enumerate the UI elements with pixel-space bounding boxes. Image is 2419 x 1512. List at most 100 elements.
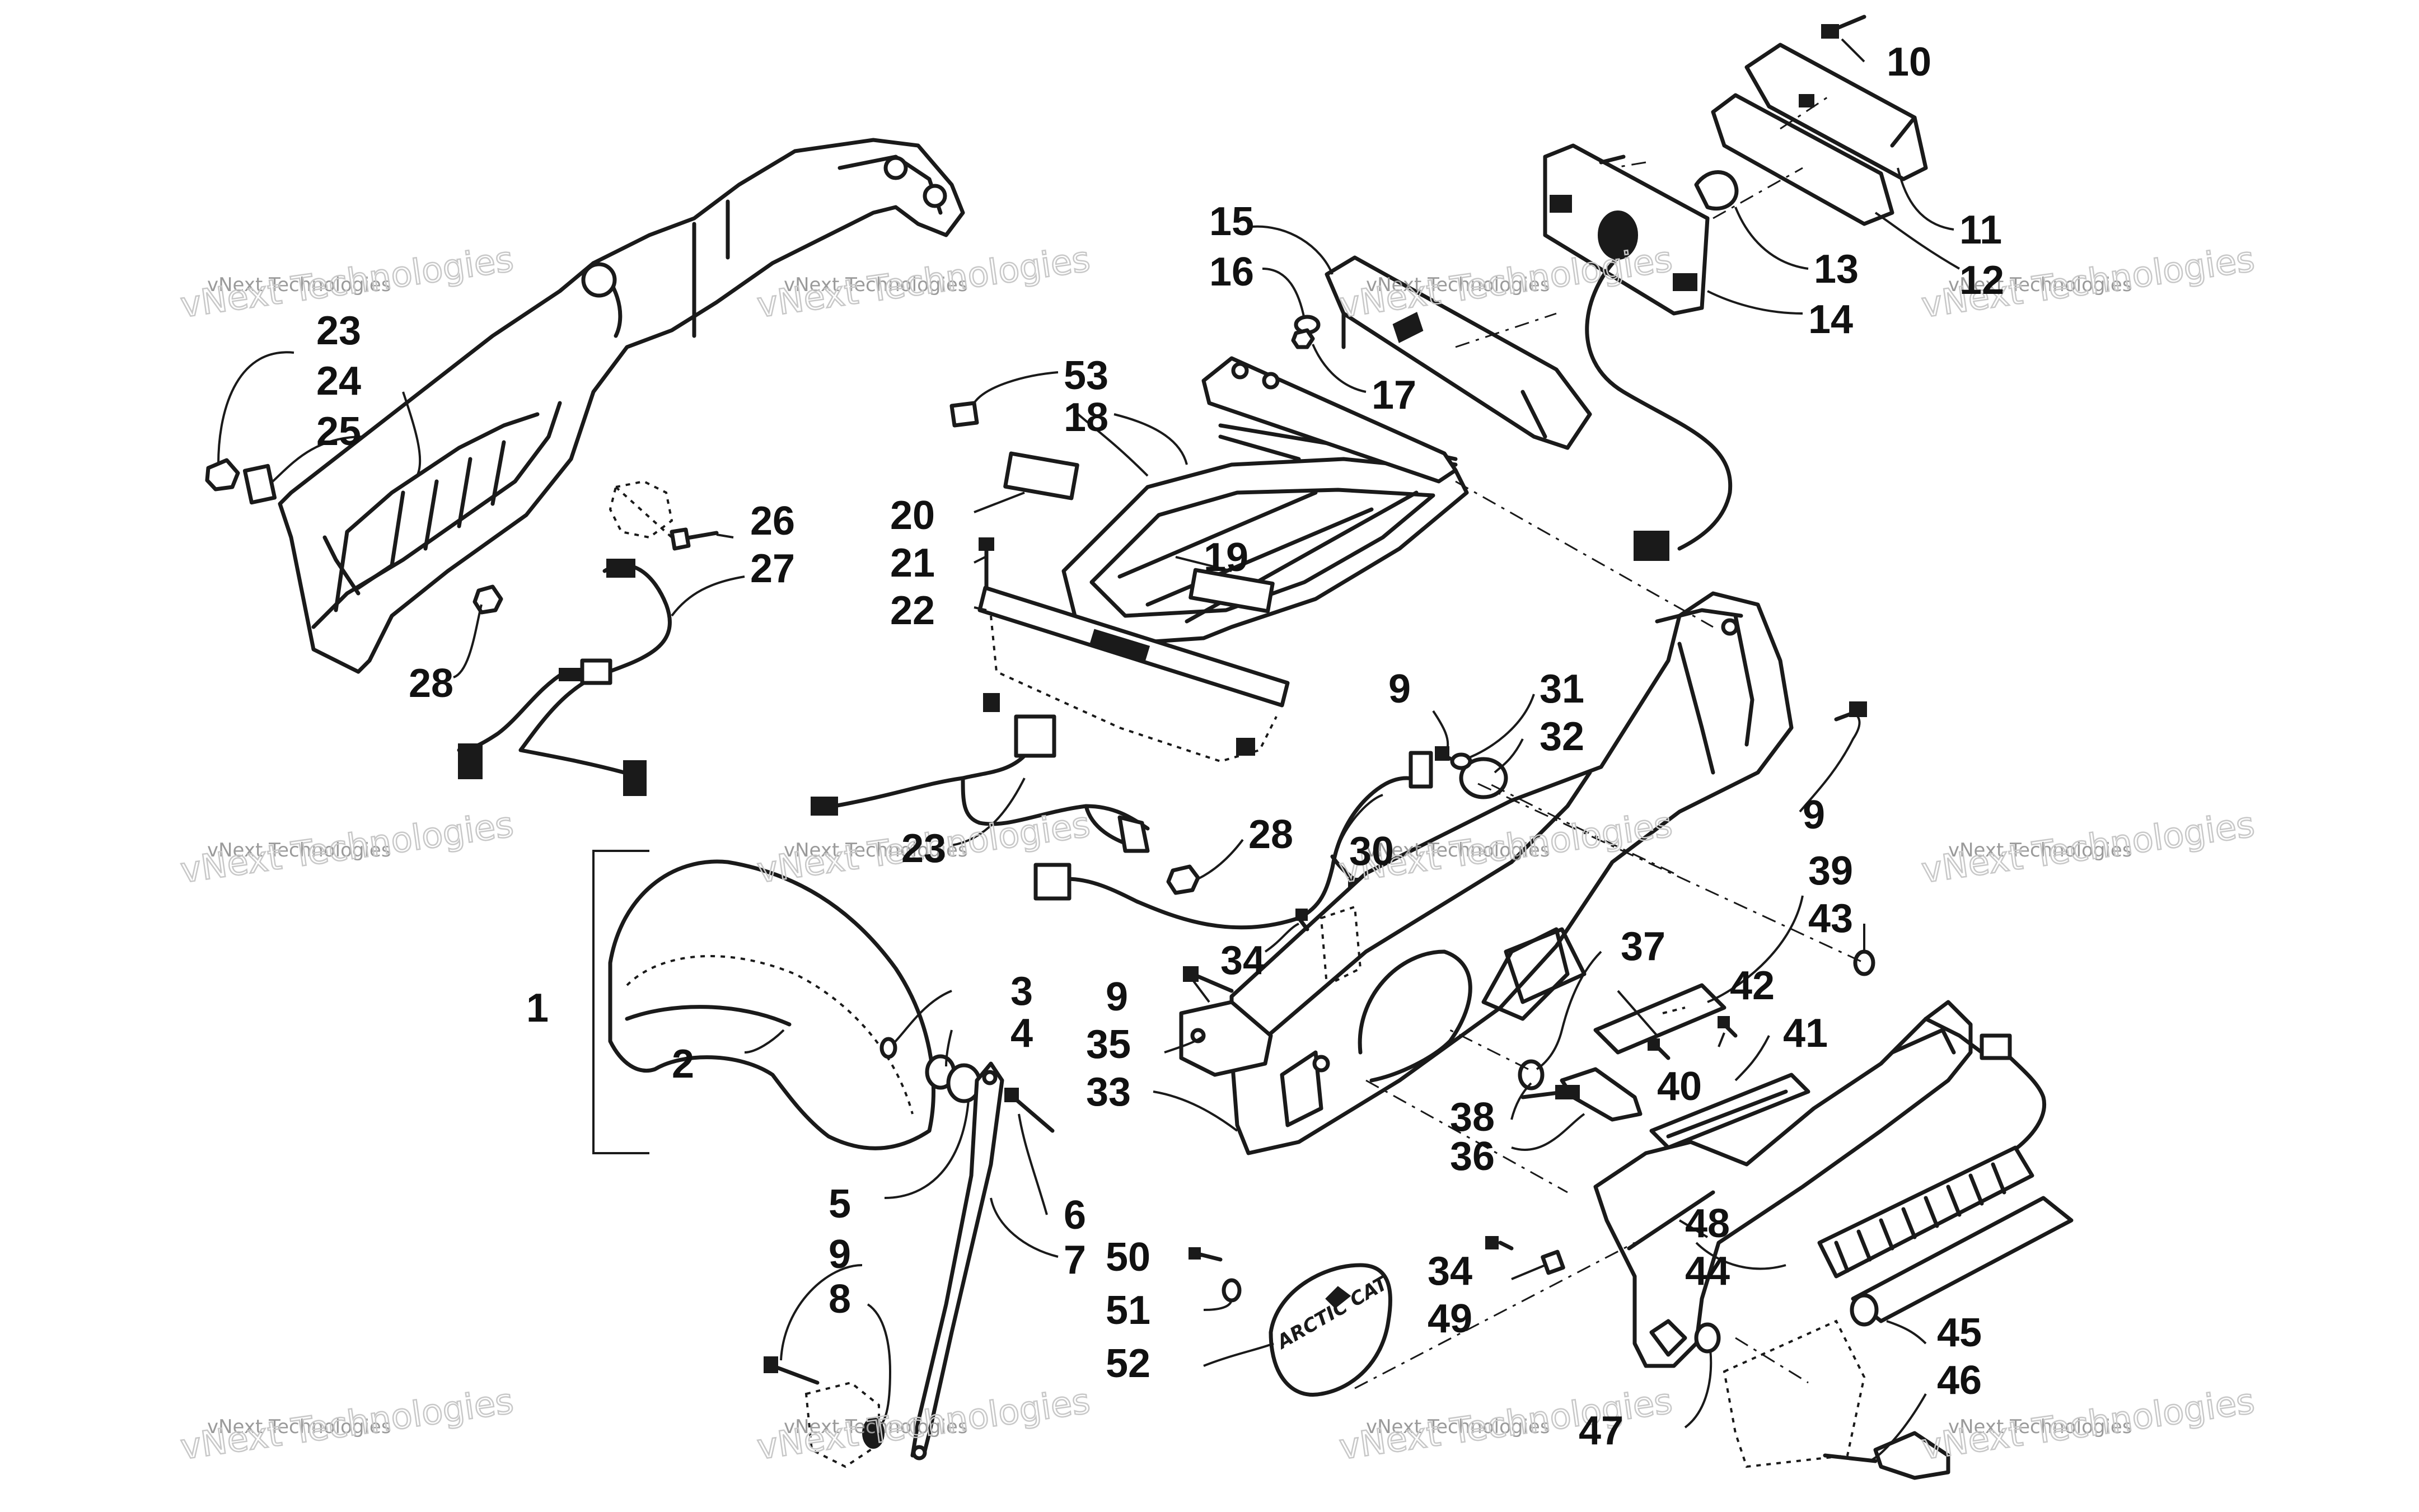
part-2-backrest-pad (608, 859, 935, 1150)
part-label-21: 21 (890, 541, 935, 586)
part-22-rack-bracket (977, 586, 1290, 763)
part-53-clip (949, 401, 979, 428)
part-label-22: 22 (890, 588, 935, 633)
part-12-gasket (1711, 93, 1894, 226)
part-36-foot-bracket (1520, 1067, 1643, 1122)
part-49-plate (1541, 1249, 1565, 1275)
watermark-line2: vNext Technologies (755, 238, 1092, 326)
part-28-nut-left (472, 584, 503, 615)
part-47-washer (1694, 1322, 1721, 1354)
part-label-32: 32 (1540, 714, 1584, 759)
part-7-backrest-arm (910, 1061, 1004, 1460)
part-9-screw-lower (764, 1356, 820, 1385)
part-19-decal (1189, 568, 1275, 614)
light-wire (1585, 255, 1733, 561)
part-label-35: 35 (1086, 1022, 1131, 1067)
part-label-28-center: 28 (1248, 812, 1293, 857)
part-label-38: 38 (1450, 1095, 1495, 1140)
part-label-16: 16 (1209, 250, 1254, 294)
part-label-7: 7 (1064, 1238, 1086, 1282)
part-label-13: 13 (1814, 247, 1859, 292)
part-label-34-lower: 34 (1428, 1249, 1472, 1294)
upper-mount-rail (1201, 356, 1458, 484)
part-1-bracket (592, 850, 649, 1154)
part-label-30: 30 (1349, 829, 1394, 874)
watermark-line1: vNext Technologies (784, 839, 968, 862)
part-label-36: 36 (1450, 1134, 1495, 1179)
part-label-2: 2 (672, 1042, 694, 1087)
part-label-44: 44 (1685, 1249, 1730, 1294)
part-33-main-frame (1229, 591, 1794, 1155)
part-label-4: 4 (1010, 1011, 1033, 1056)
part-43-washer (1853, 949, 1875, 976)
watermark: vNext Technologies vNext Technologies (177, 803, 517, 892)
part-39-reflector (1593, 983, 1726, 1055)
left-storage-frame (278, 138, 965, 674)
part-label-9-left: 9 (1106, 975, 1128, 1019)
part-45-grip-tube (1850, 1196, 2074, 1327)
part-label-9-right: 9 (1803, 793, 1825, 837)
part-50-screw (1189, 1247, 1223, 1262)
part-label-14: 14 (1808, 297, 1853, 342)
part-label-6: 6 (1064, 1193, 1086, 1238)
watermark-line1: vNext Technologies (1948, 839, 2132, 862)
part-26-bolt (609, 480, 719, 551)
part-44-grip-strip (1817, 1145, 2034, 1279)
part-label-45: 45 (1937, 1310, 1982, 1355)
part-9-screw-left (1183, 966, 1234, 993)
part-label-48: 48 (1685, 1201, 1730, 1246)
part-label-43: 43 (1808, 896, 1853, 941)
part-9-screw-right (1834, 701, 1867, 722)
watermark-line1: vNext Technologies (784, 274, 968, 296)
part-label-17: 17 (1372, 373, 1416, 418)
watermark-line2: vNext Technologies (178, 1380, 516, 1468)
watermark-line1: vNext Technologies (1366, 274, 1550, 296)
part-label-10: 10 (1887, 40, 1931, 85)
watermark-line1: vNext Technologies (207, 274, 391, 296)
part-label-34-upper: 34 (1220, 938, 1265, 983)
part-10-screw (1821, 15, 1866, 39)
part-11-tail-light-lens (1744, 43, 1928, 181)
part-label-23-top: 23 (316, 308, 361, 353)
part-label-28-left: 28 (409, 661, 453, 706)
watermark: vNext Technologies vNext Technologies (177, 1380, 517, 1468)
watermark-line1: vNext Technologies (1366, 839, 1550, 862)
watermark-line2: vNext Technologies (1919, 804, 2257, 891)
watermark: vNext Technologies vNext Technologies (1919, 803, 2258, 892)
part-label-52: 52 (1106, 1341, 1150, 1386)
part-label-47: 47 (1579, 1408, 1623, 1453)
part-3-washer (879, 1037, 897, 1059)
part-48-rear-handle (1593, 1000, 2046, 1368)
part-label-53: 53 (1064, 353, 1108, 398)
part-9-screw-top (1435, 746, 1452, 761)
part-30-wire-harness (811, 714, 1433, 930)
part-31-washer (1450, 752, 1472, 770)
part-label-12: 12 (1959, 258, 2004, 303)
assembly-lines (1354, 94, 1865, 1389)
part-label-3: 3 (1010, 969, 1033, 1014)
part-label-20: 20 (890, 493, 935, 538)
part-label-23-center: 23 (901, 826, 946, 871)
part-label-19: 19 (1204, 535, 1248, 580)
part-28-nut-center (1166, 864, 1200, 895)
part-label-46: 46 (1937, 1358, 1982, 1403)
part-label-11: 11 (1959, 208, 2002, 252)
watermark-line1: vNext Technologies (207, 1416, 391, 1438)
part-52-emblem: ARCTIC CAT (1269, 1263, 1393, 1397)
watermark-line1: vNext Technologies (207, 839, 391, 862)
part-23-clip (205, 458, 240, 491)
watermark: vNext Technologies vNext Technologies (754, 238, 1093, 326)
watermark-line1: vNext Technologies (784, 1416, 968, 1438)
watermark-line1: vNext Technologies (1948, 274, 2132, 296)
part-label-49: 49 (1428, 1296, 1472, 1341)
part-label-5: 5 (829, 1182, 851, 1227)
watermark: vNext Technologies vNext Technologies (1336, 238, 1676, 326)
part-label-33: 33 (1086, 1070, 1131, 1115)
part-label-42: 42 (1730, 963, 1775, 1008)
part-label-41: 41 (1783, 1011, 1828, 1056)
leader-lines (217, 38, 1960, 1462)
part-label-25: 25 (316, 409, 361, 454)
part-label-24: 24 (316, 359, 361, 404)
part-label-51: 51 (1106, 1288, 1150, 1333)
